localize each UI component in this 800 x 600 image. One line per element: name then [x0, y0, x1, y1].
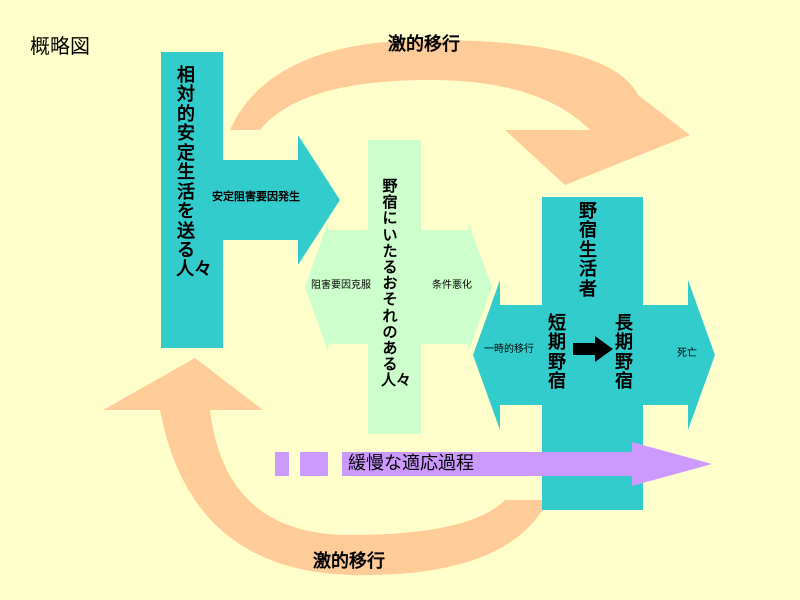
- right-right-arrow-label: 死亡: [677, 348, 697, 359]
- adaptation-label: 緩慢な適応過程: [348, 453, 474, 474]
- adaptation-dash-2: [300, 452, 328, 476]
- left-block-label: 相対的安定生活を送る人々: [176, 65, 212, 281]
- short-term-label: 短期野宿: [548, 313, 566, 393]
- adaptation-arrow: [342, 442, 712, 486]
- top-arc-label: 激的移行: [388, 34, 460, 55]
- adaptation-dash-1: [275, 452, 289, 476]
- top-curved-arrow: [230, 40, 690, 185]
- long-term-label: 長期野宿: [615, 313, 633, 393]
- bottom-arc-label: 激的移行: [313, 551, 385, 572]
- middle-block-label: 野宿にいたるおそれのある人々: [381, 177, 412, 390]
- right-left-arrow-label: 一時的移行: [484, 344, 534, 355]
- left-block: [161, 52, 223, 348]
- right-block-label: 野宿生活者: [579, 201, 597, 300]
- bottom-curved-arrow: [103, 358, 548, 576]
- page-title: 概略図: [30, 34, 90, 58]
- short-to-long-arrow: [573, 336, 613, 362]
- middle-left-arrow-label: 阻害要因克服: [311, 280, 371, 291]
- middle-right-arrow-label: 条件悪化: [432, 280, 472, 291]
- middle-block: [368, 140, 421, 434]
- left-arrow-label: 安定阻害要因発生: [212, 190, 300, 203]
- left-block-arrow: [223, 135, 340, 265]
